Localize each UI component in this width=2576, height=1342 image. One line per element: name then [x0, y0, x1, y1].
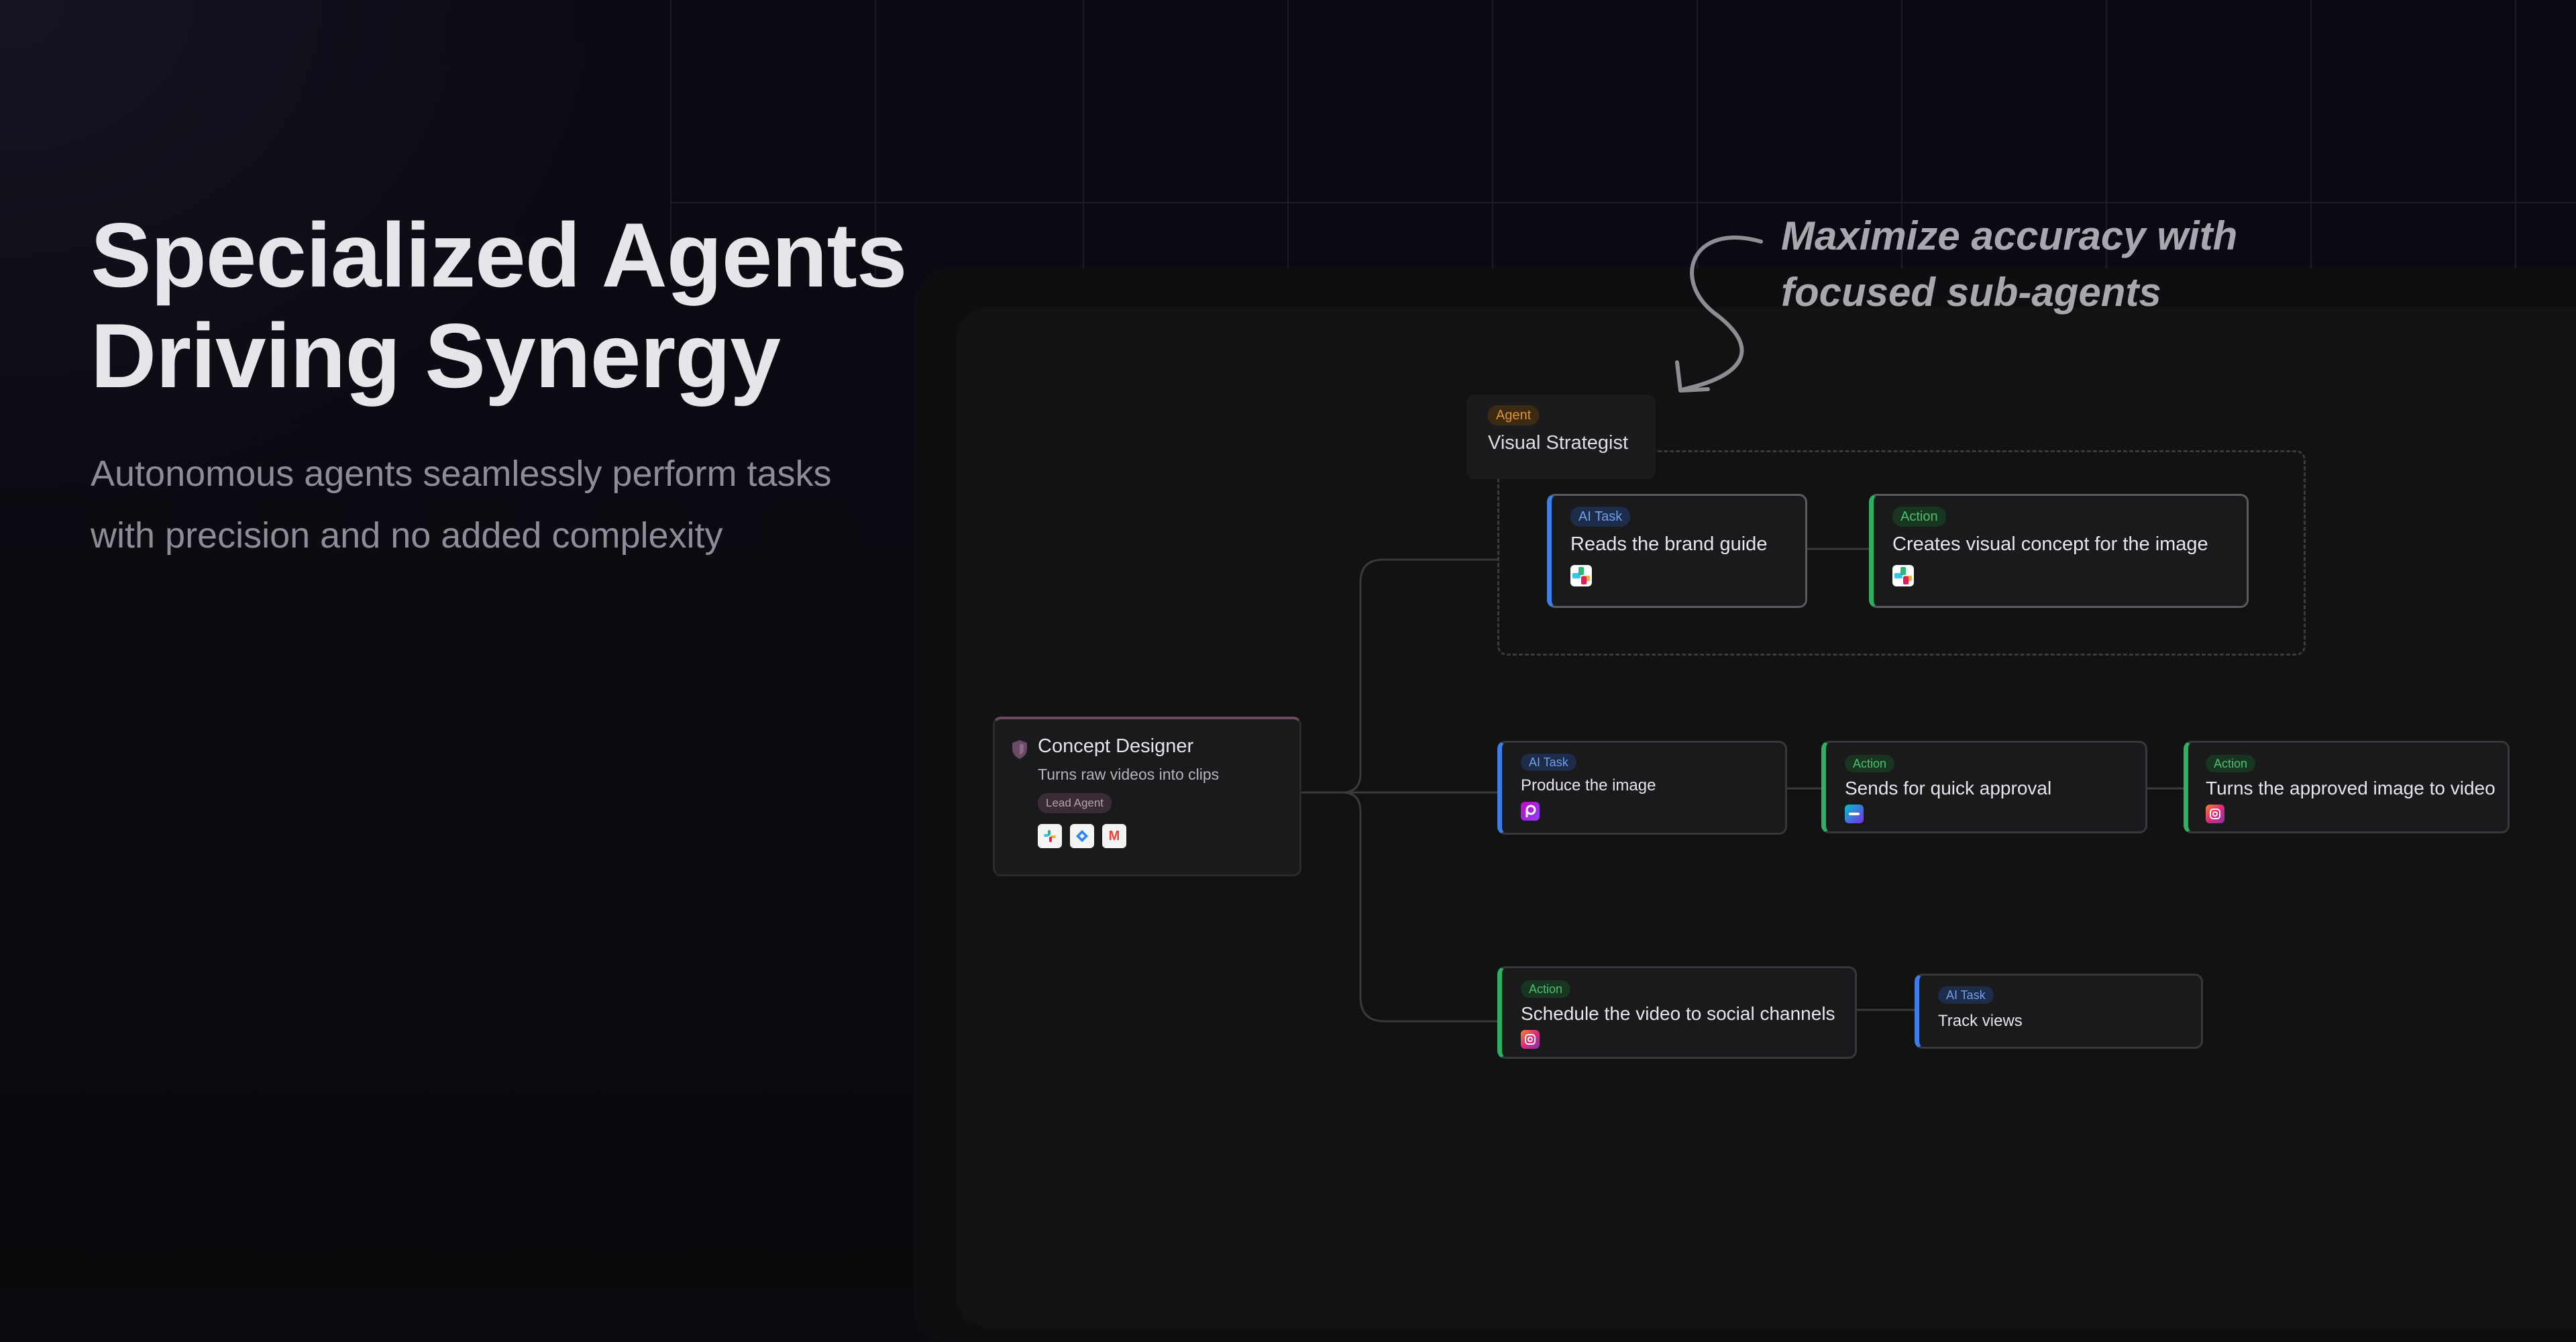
connector-lines	[1301, 236, 2184, 1023]
slack-icon	[1038, 824, 1062, 848]
lead-agent-badge: Lead Agent	[1038, 793, 1112, 813]
action-badge: Action	[1521, 980, 1571, 998]
hero-subtitle-line-2: with precision and no added complexity	[91, 515, 723, 556]
connector-to-schedule	[1341, 791, 1497, 1023]
sub-agent-card[interactable]: Agent Visual Strategist	[1466, 395, 1656, 479]
shield-icon	[1012, 740, 1027, 759]
picsart-icon	[1521, 802, 1540, 821]
lead-agent-description: Turns raw videos into clips	[1038, 766, 1220, 783]
ai-task-badge: AI Task	[1521, 754, 1576, 771]
instagram-icon	[1521, 1030, 1540, 1049]
sub-agent-group[interactable]	[1497, 450, 2306, 656]
canva-icon	[1845, 805, 1864, 823]
sub-agent-title: Visual Strategist	[1488, 432, 1629, 454]
hero-subtitle: Autonomous agents seamlessly perform tas…	[91, 443, 909, 566]
node-reads-brand-guide[interactable]: AI Task Reads the brand guide	[1547, 494, 1807, 608]
instagram-icon	[2206, 805, 2224, 823]
node-title: Sends for quick approval	[1845, 778, 2052, 798]
action-badge: Action	[2206, 755, 2256, 772]
hero-title: Specialized Agents Driving Synergy	[91, 205, 929, 406]
node-schedule-video[interactable]: Action Schedule the video to social chan…	[1497, 966, 1857, 1059]
action-badge: Action	[1845, 755, 1895, 772]
agent-badge: Agent	[1488, 405, 1540, 425]
annotation-text: Maximize accuracy with focused sub-agent…	[1781, 208, 2385, 321]
connector-to-agent-group	[1341, 558, 1497, 794]
node-title: Schedule the video to social channels	[1521, 1003, 1835, 1024]
annotation-line-2: focused sub-agents	[1781, 270, 2161, 315]
annotation-arrow	[1682, 236, 1763, 391]
hero-title-line-2: Driving Synergy	[91, 305, 781, 407]
slack-icon	[1892, 565, 1914, 586]
node-title: Reads the brand guide	[1570, 533, 1768, 555]
node-title: Produce the image	[1521, 776, 1656, 794]
node-creates-visual-concept[interactable]: Action Creates visual concept for the im…	[1869, 494, 2249, 608]
annotation-arrowhead	[1675, 360, 1710, 393]
hero-title-line-1: Specialized Agents	[91, 204, 907, 306]
lead-agent-title: Concept Designer	[1038, 735, 1194, 757]
slack-icon	[1570, 565, 1592, 586]
ai-task-badge: AI Task	[1570, 507, 1631, 527]
node-title: Turns the approved image to video	[2206, 778, 2496, 798]
ai-task-badge: AI Task	[1938, 986, 1994, 1004]
lead-agent-tools: M	[1038, 824, 1299, 848]
lead-agent-node[interactable]: Concept Designer Turns raw videos into c…	[993, 717, 1301, 876]
hero-subtitle-line-1: Autonomous agents seamlessly perform tas…	[91, 454, 832, 494]
gmail-icon: M	[1102, 824, 1126, 848]
node-produce-image[interactable]: AI Task Produce the image	[1497, 741, 1787, 835]
node-title: Creates visual concept for the image	[1892, 533, 2208, 555]
background-grid	[670, 0, 2576, 282]
action-badge: Action	[1892, 507, 1946, 527]
annotation-line-1: Maximize accuracy with	[1781, 213, 2238, 258]
node-track-views[interactable]: AI Task Track views	[1915, 974, 2203, 1049]
node-sends-for-approval[interactable]: Action Sends for quick approval	[1821, 741, 2147, 833]
jira-icon	[1070, 824, 1094, 848]
node-image-to-video[interactable]: Action Turns the approved image to video	[2184, 741, 2510, 833]
node-title: Track views	[1938, 1012, 2023, 1030]
